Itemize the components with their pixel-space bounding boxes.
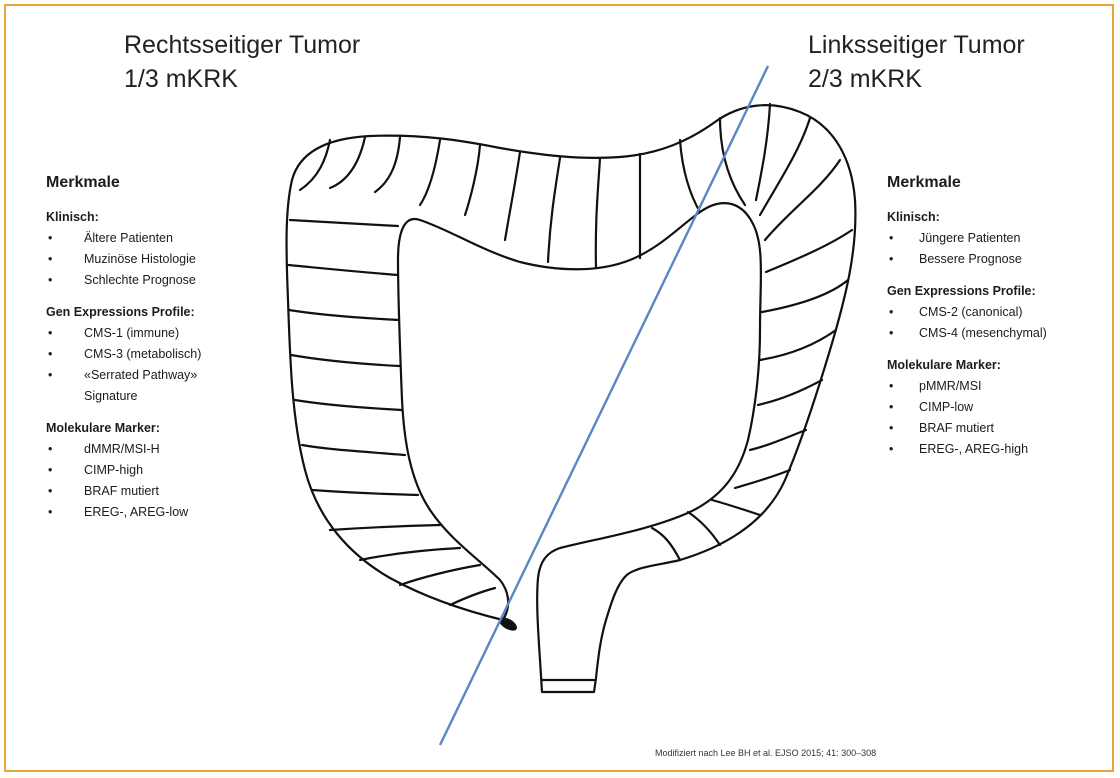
source-credit: Modifiziert nach Lee BH et al. EJSO 2015… [655,748,876,758]
appendix-mark [497,615,519,634]
colon-outline [287,104,856,692]
left-right-divider-line [440,66,768,745]
